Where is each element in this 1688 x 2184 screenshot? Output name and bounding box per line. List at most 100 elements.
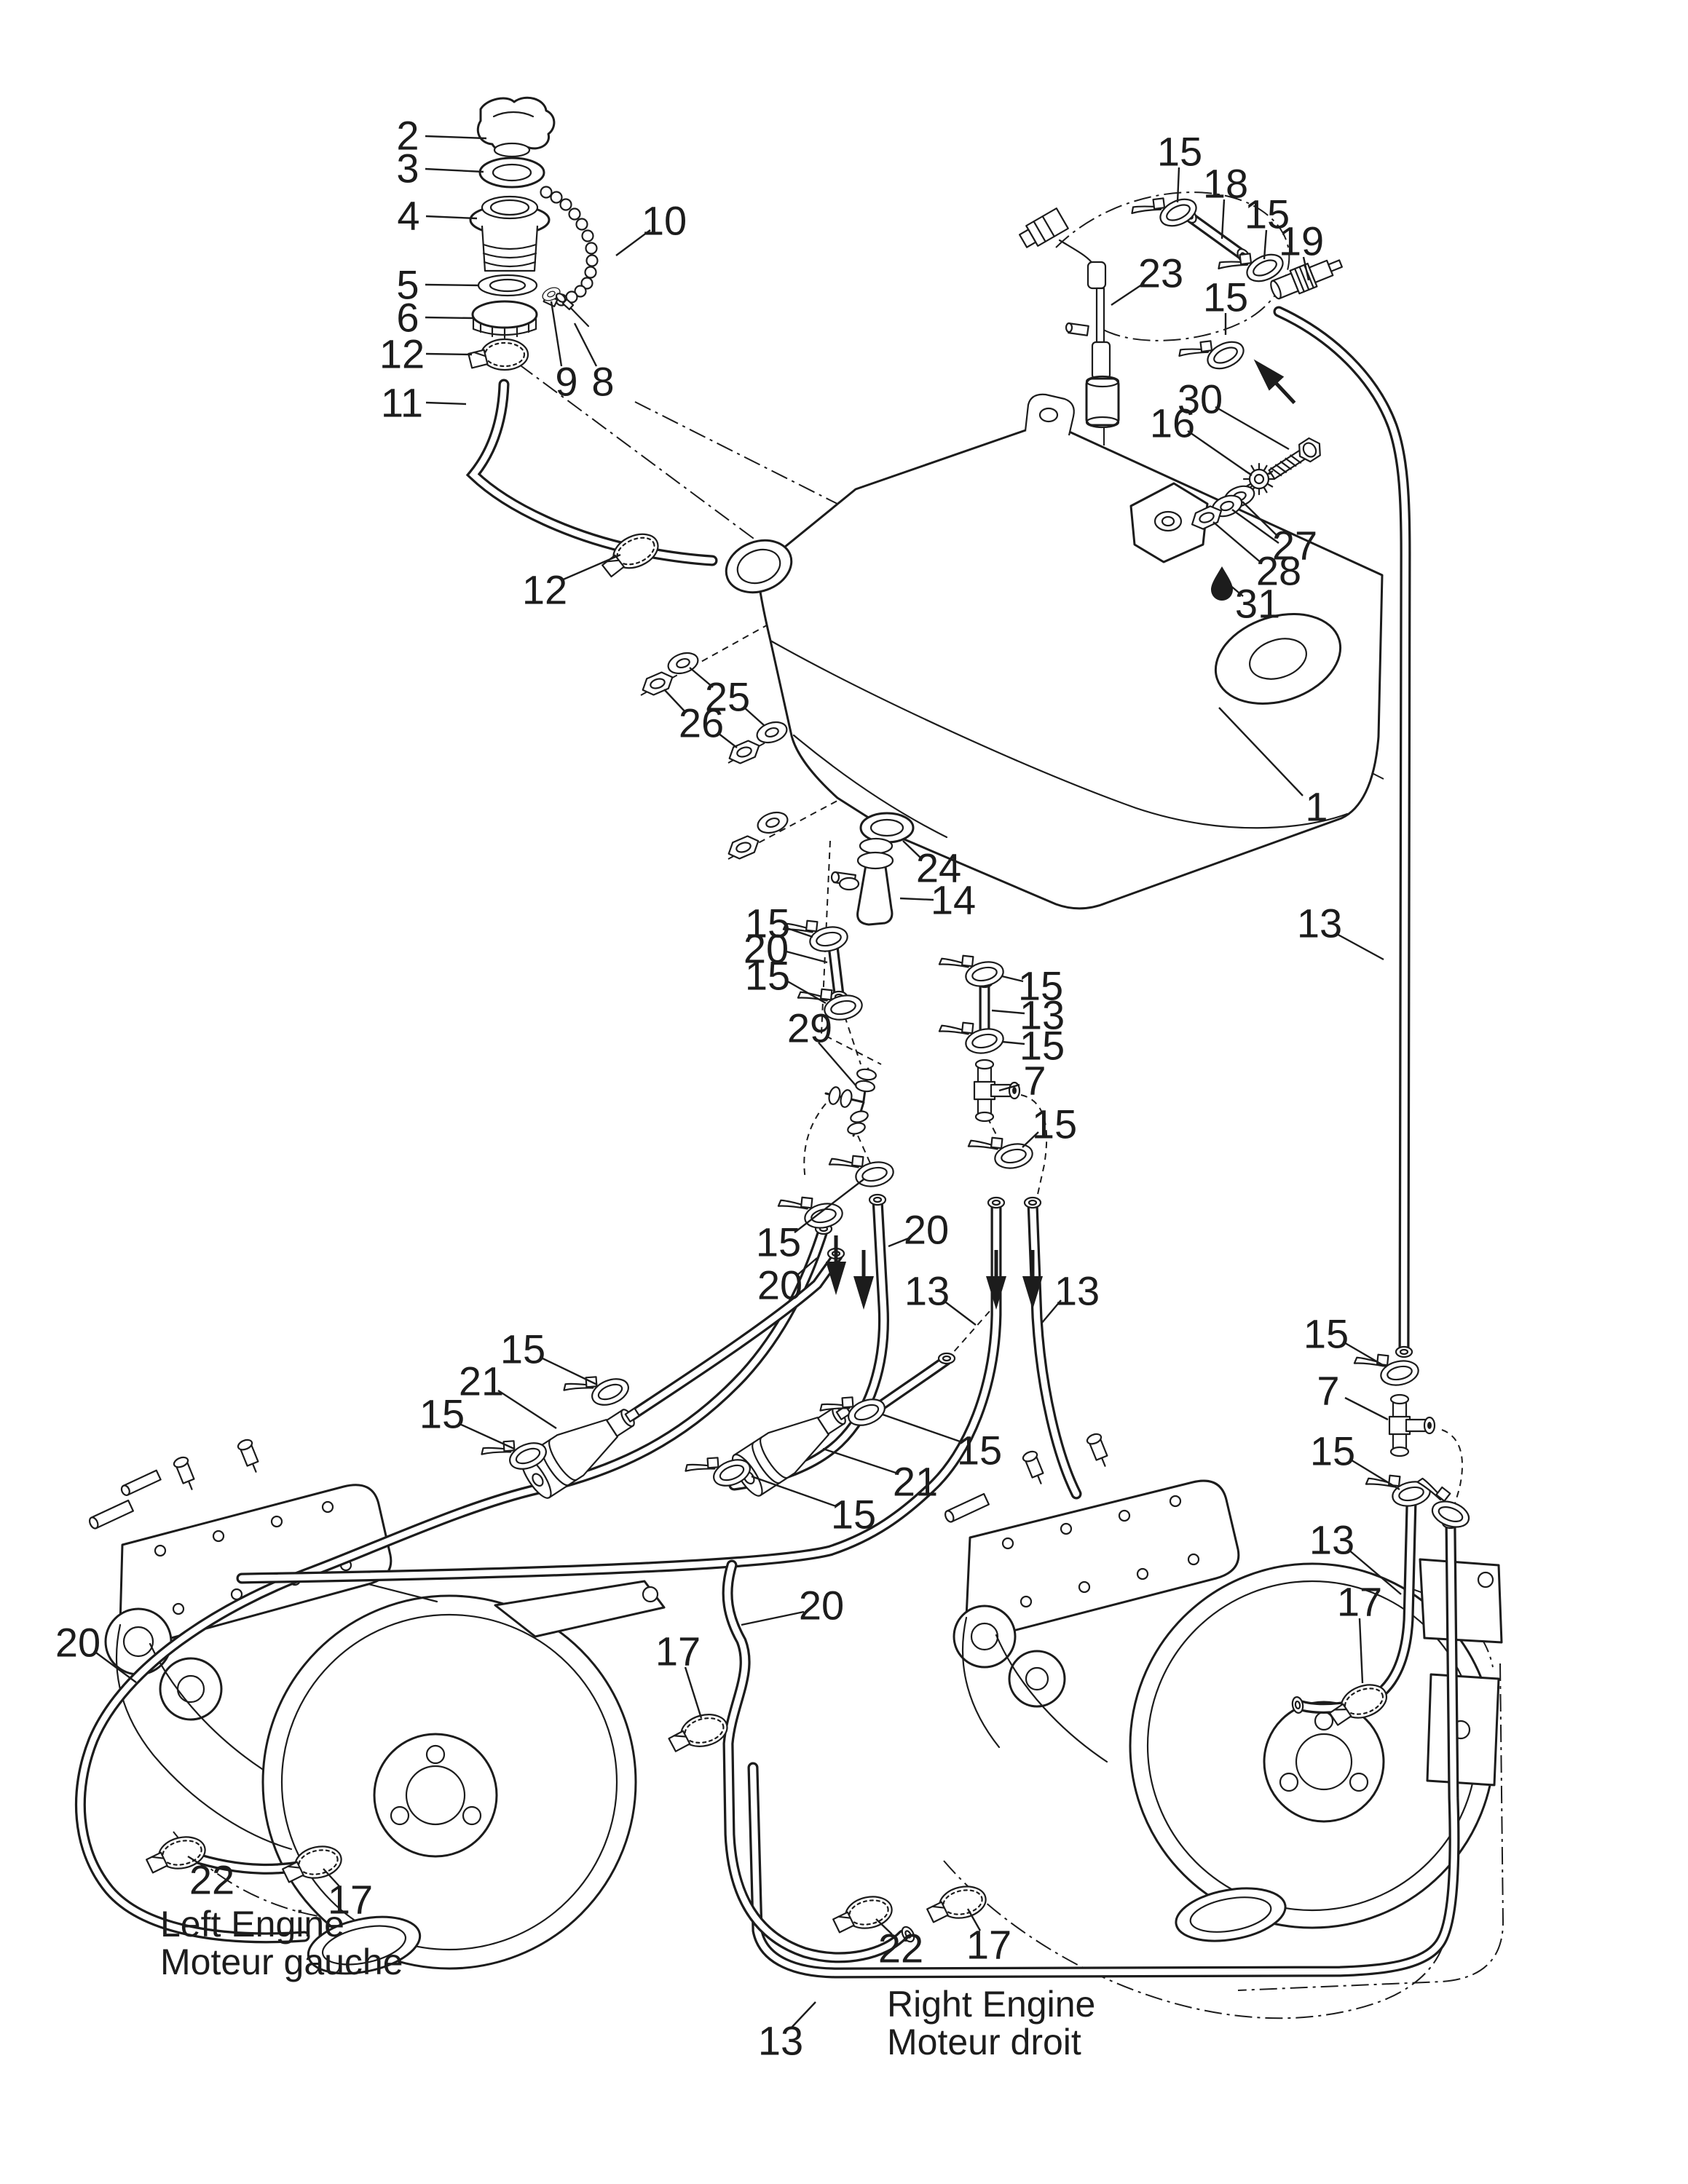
callout-leader-line xyxy=(1242,501,1279,538)
callout-leader-line xyxy=(1344,1396,1389,1421)
callout-leader-line xyxy=(902,840,923,860)
callout-leader-line xyxy=(425,316,476,320)
callout-label-12: 12 xyxy=(379,331,425,377)
tie-wrap-clamp-15 xyxy=(966,1128,1036,1177)
hose-13-to-right-engine-top-core xyxy=(1029,1199,1080,1497)
callout-leader-line xyxy=(784,926,813,938)
worm-clamp-17 xyxy=(923,1881,990,1926)
callout-label-13: 13 xyxy=(1054,1268,1100,1314)
callout-label-13: 13 xyxy=(1297,901,1342,946)
hose-20-left-filter-out-core xyxy=(624,1252,841,1422)
callout-label-13: 13 xyxy=(758,2018,803,2064)
callout-label-29: 29 xyxy=(787,1005,832,1051)
tank-filler-neck xyxy=(725,539,793,594)
hose-13-long-upper-core xyxy=(1275,308,1409,1354)
worm-clamp-17 xyxy=(664,1709,732,1755)
callout-leader-line xyxy=(1220,199,1226,240)
callout-label-15: 15 xyxy=(1245,191,1290,237)
callout-label-14: 14 xyxy=(931,877,976,923)
callout-label-17: 17 xyxy=(328,1877,373,1923)
outlet-fitting xyxy=(830,812,915,926)
callout-leader-line xyxy=(539,1356,598,1386)
callout-leader-line xyxy=(550,301,563,367)
callout-label-15: 15 xyxy=(1019,1023,1065,1069)
hose-20-cross-to-left-engine-core xyxy=(238,1199,1000,1582)
filler-cap-assembly xyxy=(469,96,599,339)
oil-tank xyxy=(725,393,1384,910)
callout-label-15: 15 xyxy=(419,1391,465,1437)
callout-label-17: 17 xyxy=(966,1922,1011,1968)
callout-leader-line xyxy=(425,215,478,220)
callout-label-1: 1 xyxy=(1305,784,1328,830)
callout-leader-line xyxy=(93,1650,137,1683)
callout-leader-line xyxy=(425,401,467,405)
callout-leader-line xyxy=(795,1257,818,1277)
callout-leader-line xyxy=(1358,1618,1364,1684)
callout-leader-line xyxy=(689,667,714,688)
tie-wrap-clamp-15 xyxy=(937,1013,1006,1062)
callout-label-21: 21 xyxy=(893,1459,938,1505)
callout-label-20: 20 xyxy=(799,1583,844,1629)
callout-leader-line xyxy=(741,1610,805,1626)
callout-label-8: 8 xyxy=(591,359,614,405)
caption-right-engine-en: Right Engine xyxy=(887,1984,1095,2025)
callout-label-21: 21 xyxy=(459,1358,504,1404)
callout-label-18: 18 xyxy=(1203,161,1248,207)
callout-leader-line xyxy=(1347,1548,1402,1595)
callout-leader-line xyxy=(791,2001,816,2028)
spark-plug-icon xyxy=(1084,1431,1113,1470)
flow-direction-arrow-icon xyxy=(1246,352,1301,410)
rivet-pin-8 xyxy=(555,293,590,328)
callout-label-15: 15 xyxy=(1203,274,1248,320)
callout-label-15: 15 xyxy=(745,901,790,946)
callout-label-25: 25 xyxy=(705,674,750,720)
callout-leader-line xyxy=(1342,1340,1387,1369)
tie-wrap-clamp-15 xyxy=(1129,182,1202,242)
spark-plug-icon xyxy=(171,1455,200,1493)
right-engine-illustration xyxy=(944,1431,1503,1942)
callout-leader-line xyxy=(743,706,765,727)
callout-leader-line xyxy=(663,689,687,713)
mounting-hardware xyxy=(1187,437,1321,601)
callout-leader-line xyxy=(1212,521,1263,564)
callout-label-7: 7 xyxy=(1023,1058,1046,1104)
callout-leader-line xyxy=(822,1447,899,1475)
callout-label-26: 26 xyxy=(679,700,724,746)
callout-leader-line xyxy=(998,1083,1020,1092)
callout-leader-line xyxy=(1022,1131,1039,1148)
callout-leader-line xyxy=(1218,707,1304,796)
callout-label-24: 24 xyxy=(916,845,961,891)
callout-leader-line xyxy=(1215,405,1290,451)
callout-label-15: 15 xyxy=(957,1428,1002,1473)
hose-11-filler-core xyxy=(469,381,716,564)
callout-leader-line xyxy=(497,1389,557,1430)
check-valve-19 xyxy=(1270,259,1343,300)
callout-leader-line xyxy=(751,1475,837,1508)
callout-label-28: 28 xyxy=(1256,548,1301,594)
callout-leader-line xyxy=(717,732,738,748)
callout-leader-line xyxy=(1001,1040,1025,1045)
callout-label-15: 15 xyxy=(1310,1428,1355,1474)
callout-leader-line xyxy=(615,229,651,256)
caption-right-engine-fr: Moteur droit xyxy=(887,2022,1081,2062)
worm-clamp-12 xyxy=(468,338,529,371)
callout-leader-line xyxy=(1228,584,1244,597)
callout-label-17: 17 xyxy=(1337,1579,1382,1625)
callout-label-15: 15 xyxy=(831,1492,876,1538)
callout-leader-line xyxy=(1187,430,1253,476)
callout-leader-line xyxy=(1111,282,1145,306)
flow-direction-arrow-icon xyxy=(986,1250,1006,1310)
callout-leader-line xyxy=(875,1918,893,1935)
callout-label-12: 12 xyxy=(522,567,567,613)
callout-leader-line xyxy=(1001,975,1024,983)
callout-leader-line xyxy=(888,1236,911,1248)
callout-label-15: 15 xyxy=(1304,1311,1349,1357)
callout-leader-line xyxy=(1041,1299,1062,1324)
hose-18-core xyxy=(1186,213,1246,258)
callout-label-22: 22 xyxy=(189,1857,234,1903)
callout-leader-line xyxy=(783,949,828,964)
hoses xyxy=(74,306,1460,1979)
